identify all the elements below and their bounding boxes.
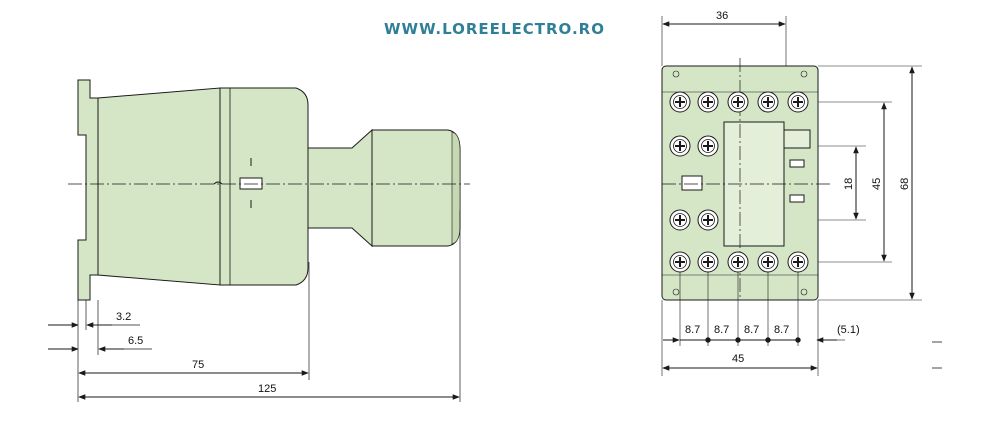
terminal-screw	[697, 135, 719, 157]
terminal-screw	[669, 209, 691, 231]
side-view	[48, 79, 470, 402]
pitch-label-4: 8.7	[774, 324, 789, 336]
terminal-screw	[669, 251, 691, 273]
button-cap	[371, 129, 461, 247]
terminal-screws	[669, 91, 809, 273]
main-housing	[219, 87, 309, 286]
terminal-screw	[669, 135, 691, 157]
terminal-screw	[697, 251, 719, 273]
neck	[307, 128, 373, 248]
mounting-clip	[77, 79, 99, 301]
dim-3-2-label: 3.2	[116, 311, 131, 323]
tapered-base	[97, 87, 221, 286]
watermark-text: WWW.LOREELECTRO.RO	[384, 20, 605, 38]
pitch-label-3: 8.7	[744, 324, 759, 336]
dim-offset-label: (5.1)	[837, 324, 860, 336]
terminal-screw	[727, 251, 749, 273]
dim-125-label: 125	[258, 383, 276, 395]
terminal-screw	[669, 91, 691, 113]
dim-45-bottom-label: 45	[732, 353, 744, 365]
front-view	[661, 16, 942, 376]
pitch-label-2: 8.7	[714, 324, 729, 336]
dim-45-vertical-label: 45	[871, 178, 883, 190]
dim-75-label: 75	[192, 359, 204, 371]
terminal-screw	[697, 91, 719, 113]
dim-18-label: 18	[843, 178, 855, 190]
terminal-screw	[787, 91, 809, 113]
dim-68-label: 68	[899, 178, 911, 190]
terminal-screw	[727, 91, 749, 113]
dim-6-5-label: 6.5	[128, 335, 143, 347]
dim-36-label: 36	[716, 10, 728, 22]
terminal-screw	[697, 209, 719, 231]
terminal-screw	[757, 91, 779, 113]
terminal-screw	[757, 251, 779, 273]
terminal-screw	[787, 251, 809, 273]
pitch-label-1: 8.7	[685, 324, 700, 336]
